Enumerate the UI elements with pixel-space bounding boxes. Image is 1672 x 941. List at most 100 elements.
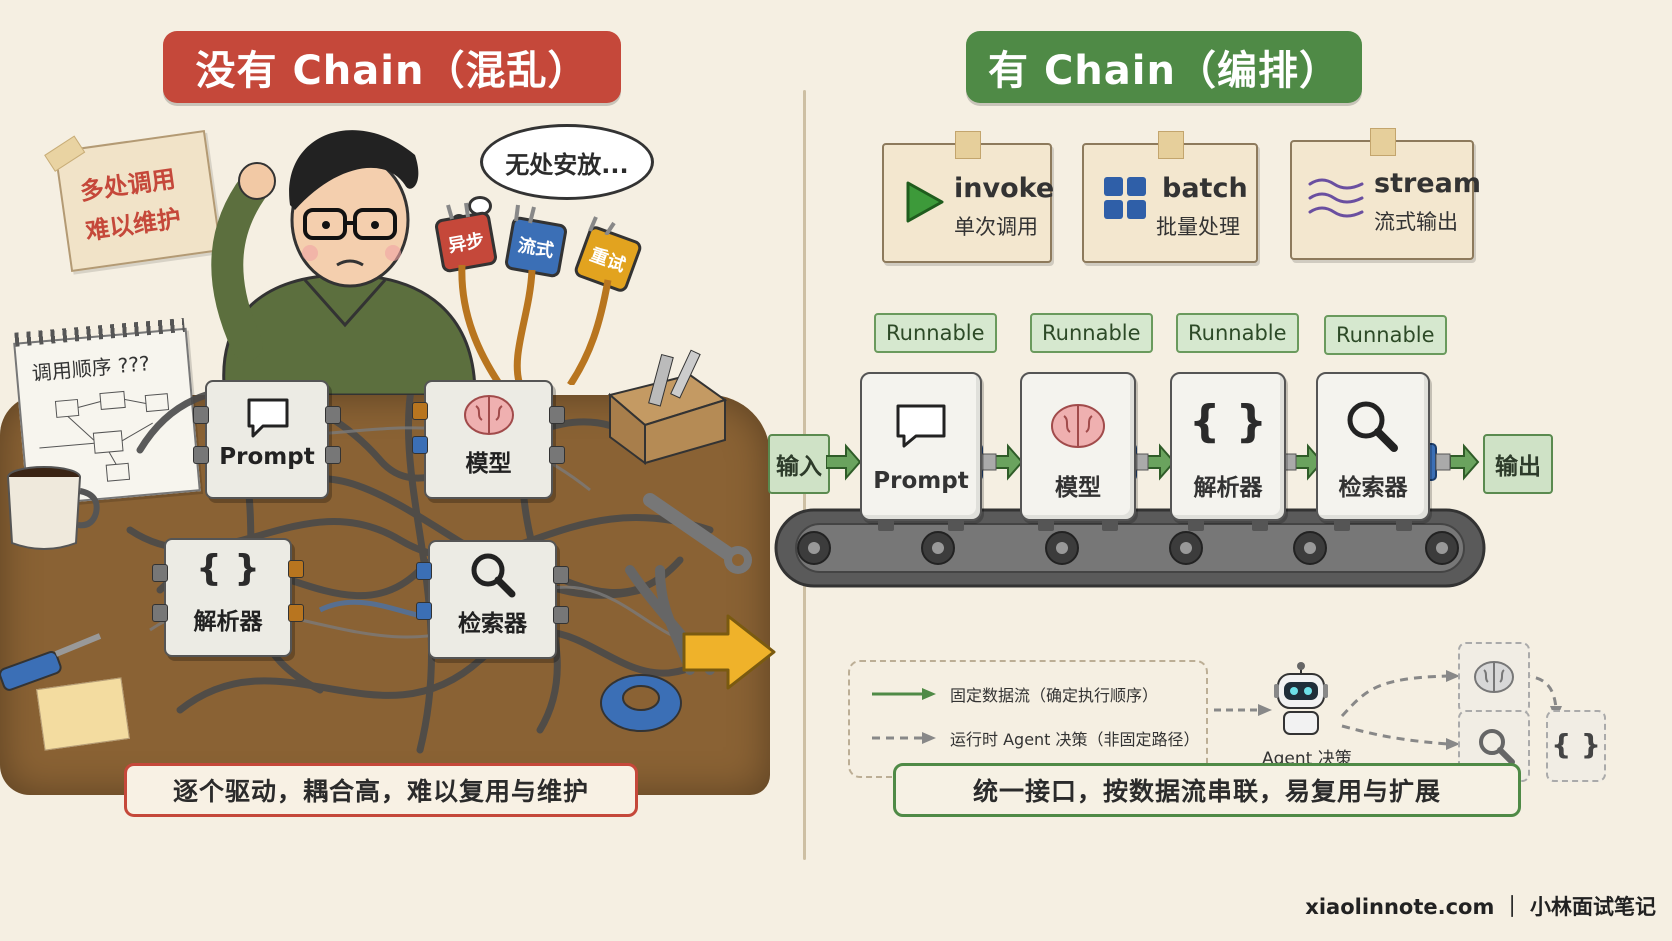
port [416, 562, 432, 580]
legend-agent-flow: 运行时 Agent 决策（非固定路径） [950, 730, 1200, 749]
left-footer-text: 逐个驱动，耦合高，难以复用与维护 [172, 777, 589, 806]
chain-module-prompt: Prompt [860, 372, 982, 531]
chain-module-label: 检索器 [1338, 475, 1408, 501]
left-module-label: 模型 [465, 451, 512, 477]
chain-module-label: Prompt [873, 468, 969, 494]
output-box: 输出 [1483, 434, 1553, 494]
left-module-label: 检索器 [458, 611, 527, 637]
input-box: 输入 [768, 434, 830, 494]
play-icon [906, 181, 944, 223]
chat-bubble-icon [896, 404, 946, 448]
agent-option-parser: { } [1546, 710, 1606, 782]
port [325, 446, 341, 464]
tape [1158, 131, 1184, 159]
notepad: 调用顺序 ??? [13, 317, 201, 507]
plug-cables [458, 265, 612, 385]
chain-module-retriever: 检索器 [1316, 372, 1430, 531]
magnifier-icon [1347, 401, 1398, 452]
feature-desc: 批量处理 [1156, 215, 1240, 239]
left-module-retriever: 检索器 [416, 540, 569, 659]
thought-bubble: 无处安放... [480, 124, 654, 200]
chain-module-parser: { } 解析器 [1170, 372, 1286, 531]
feature-name: batch [1162, 173, 1248, 204]
chain-module-model: 模型 [1020, 372, 1136, 531]
chain-module-label: 解析器 [1193, 475, 1263, 501]
right-title: 有 Chain（编排） [988, 48, 1340, 94]
wrench-icon [643, 493, 752, 574]
toolbox-icon [607, 349, 728, 465]
sticky-note-line-2: 难以维护 [83, 204, 183, 246]
port [152, 604, 168, 622]
port [193, 406, 209, 424]
runnable-label: Runnable [1176, 313, 1299, 353]
credit-text: xiaolinnote.com ｜ 小林面试笔记 [1305, 895, 1656, 919]
tape [1370, 128, 1396, 156]
module-leg [1188, 519, 1204, 531]
port [553, 566, 569, 584]
brain-icon [1474, 661, 1514, 693]
port [288, 604, 304, 622]
right-title-banner: 有 Chain（编排） [966, 31, 1362, 103]
module-leg [878, 519, 894, 531]
feature-desc: 流式输出 [1374, 210, 1458, 234]
left-module-model: 模型 [412, 380, 565, 499]
brain-icon [464, 395, 514, 435]
port [549, 446, 565, 464]
feature-card-batch: batch 批量处理 [1082, 131, 1258, 263]
magnifier-icon [471, 553, 516, 598]
dashed-arrow-to-agent [1214, 704, 1272, 716]
port [553, 606, 569, 624]
magnifier-icon [1479, 729, 1515, 765]
braces-icon: { } [1551, 728, 1601, 761]
transition-arrow-icon [682, 614, 776, 690]
right-footer-text: 统一接口，按数据流串联，易复用与扩展 [972, 777, 1441, 806]
notepad-sketch [39, 390, 170, 482]
port [152, 564, 168, 582]
tape-roll-icon [600, 674, 682, 732]
flow-legend: 固定数据流（确定执行顺序） 运行时 Agent 决策（非固定路径） [848, 660, 1208, 778]
module-leg [1334, 519, 1350, 531]
confused-person-illustration [211, 130, 477, 395]
output-label: 输出 [1495, 454, 1541, 480]
plug-prongs [446, 202, 616, 235]
agent-option-model [1458, 642, 1530, 714]
robot-icon [1274, 662, 1328, 735]
chat-bubble-icon [247, 398, 289, 438]
coffee-mug-icon [7, 466, 100, 550]
brain-icon [1051, 404, 1105, 448]
port [193, 446, 209, 464]
left-module-label: Prompt [219, 444, 315, 470]
port [549, 406, 565, 424]
waves-icon [1308, 178, 1364, 218]
left-module-label: 解析器 [193, 609, 263, 635]
braces-icon: { } [196, 548, 260, 589]
input-label: 输入 [776, 454, 822, 480]
thought-bubble-text: 无处安放... [505, 150, 629, 179]
feature-name: invoke [954, 173, 1055, 204]
left-module-prompt: Prompt [193, 380, 341, 499]
right-footer-box: 统一接口，按数据流串联，易复用与扩展 [893, 763, 1521, 817]
runnable-label: Runnable [874, 313, 997, 353]
feature-card-invoke: invoke 单次调用 [882, 131, 1055, 263]
runnable-label: Runnable [1324, 315, 1447, 355]
port [412, 402, 428, 420]
feature-desc: 单次调用 [954, 215, 1038, 239]
port [325, 406, 341, 424]
screwdriver-icon [0, 633, 102, 691]
agent-branch-arrows [1340, 670, 1562, 750]
module-leg [1038, 519, 1054, 531]
legend-lines [872, 688, 936, 744]
tape [955, 131, 981, 159]
port [416, 602, 432, 620]
small-sticky-note [36, 677, 130, 751]
left-title: 没有 Chain（混乱） [195, 48, 589, 94]
legend-fixed-flow: 固定数据流（确定执行顺序） [950, 686, 1159, 705]
left-title-banner: 没有 Chain（混乱） [163, 31, 621, 103]
module-leg [1102, 519, 1118, 531]
module-leg [1252, 519, 1268, 531]
port [288, 560, 304, 578]
feature-card-stream: stream 流式输出 [1290, 128, 1481, 260]
grid-icon [1104, 177, 1146, 219]
module-leg [948, 519, 964, 531]
braces-icon: { } [1189, 396, 1267, 447]
